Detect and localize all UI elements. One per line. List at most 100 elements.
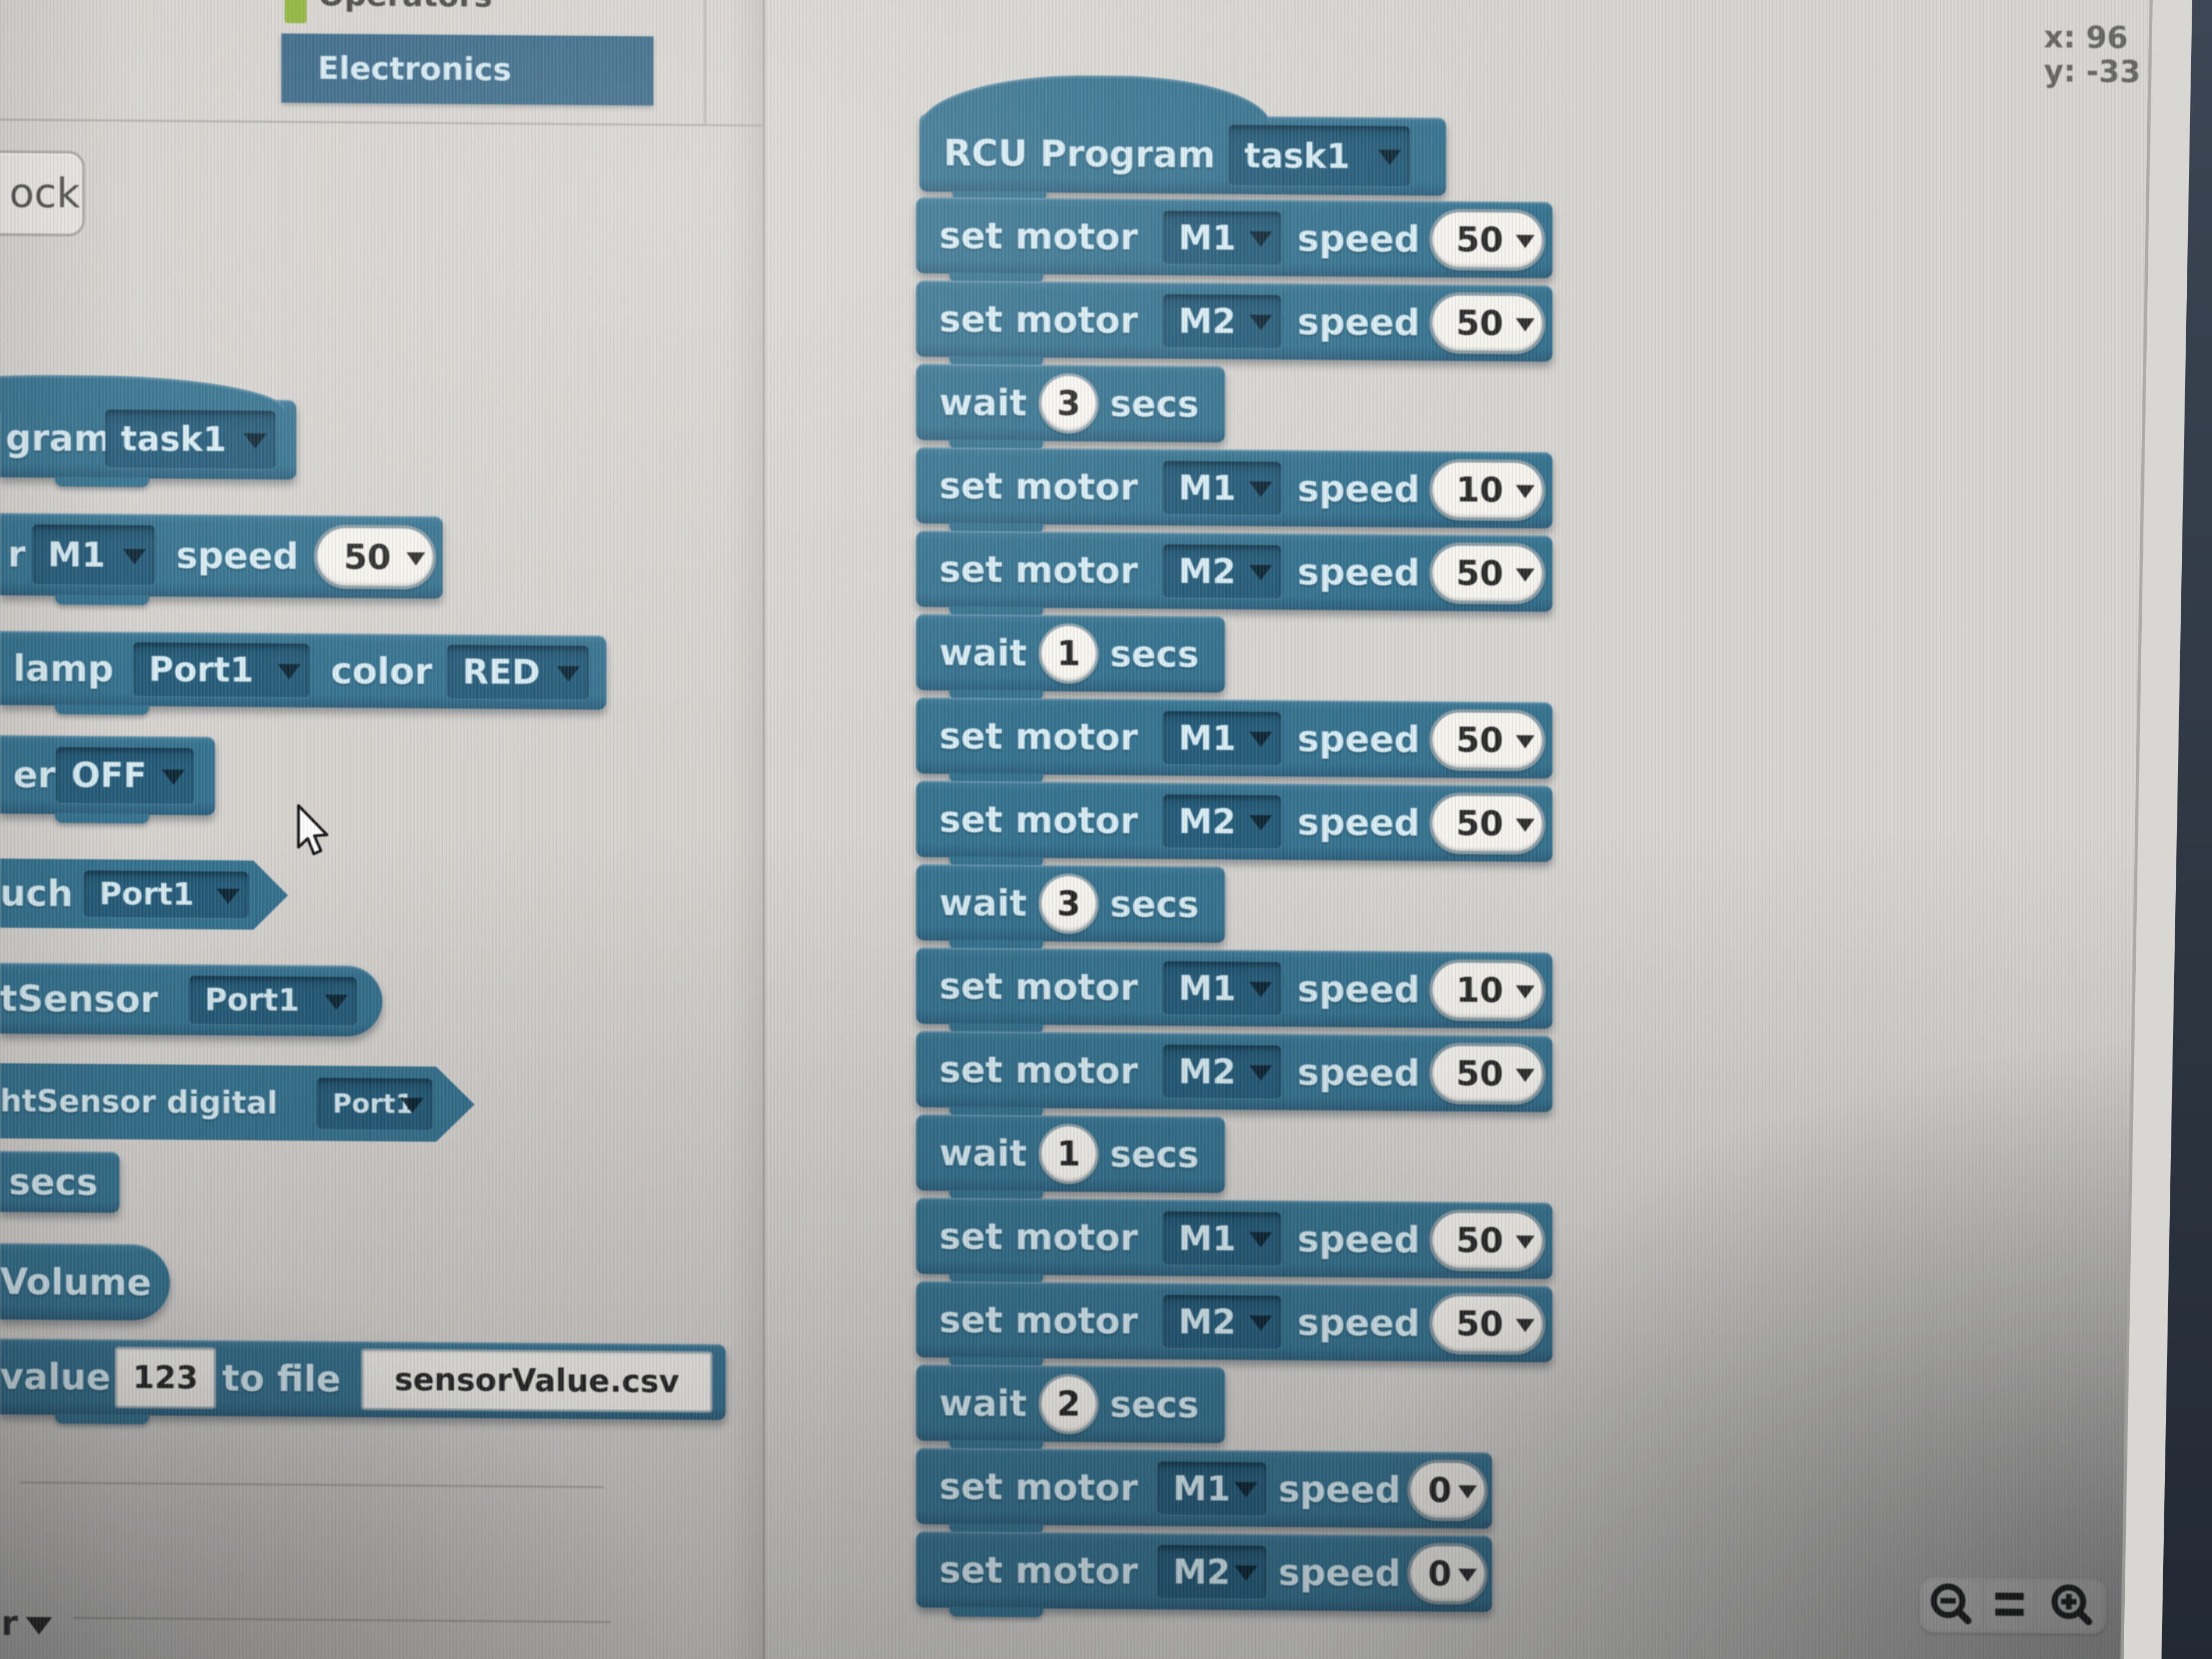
value-dropdown-oval[interactable]: 50 xyxy=(314,524,436,590)
block-label: r xyxy=(8,533,26,575)
dropdown-field[interactable]: M2 xyxy=(1163,544,1281,599)
dropdown-field[interactable]: Port1 xyxy=(84,871,249,918)
dropdown-field[interactable]: M2 xyxy=(1158,1544,1266,1599)
block-label: gram xyxy=(5,416,112,460)
value-dropdown-oval[interactable]: 50 xyxy=(1429,1042,1545,1105)
dropdown-field[interactable]: M1 xyxy=(1158,1461,1266,1516)
dropdown-field[interactable]: RED xyxy=(447,644,589,699)
dropdown-field[interactable]: M1 xyxy=(1163,1211,1281,1266)
block-label: speed xyxy=(1297,717,1420,761)
dropdown-field[interactable]: M2 xyxy=(1163,1044,1281,1099)
dropdown-arrow-icon xyxy=(1234,1482,1257,1498)
block-label: speed xyxy=(1297,467,1420,511)
dropdown-field[interactable]: task1 xyxy=(1229,125,1410,187)
dropdown-arrow-icon xyxy=(1249,1065,1272,1081)
category-operators[interactable]: Operators xyxy=(318,0,492,14)
block-label: wait xyxy=(939,381,1027,424)
zoom-out-button[interactable] xyxy=(1924,1581,1981,1630)
coords-y-value: -33 xyxy=(2086,53,2141,89)
category-electronics[interactable]: Electronics xyxy=(281,33,653,106)
dropdown-field[interactable]: Port1 xyxy=(133,642,309,697)
value-dropdown-oval[interactable]: 50 xyxy=(1429,208,1545,271)
block-label: speed xyxy=(1297,300,1420,344)
dropdown-field[interactable]: M1 xyxy=(1163,460,1281,515)
block-label: wait xyxy=(939,881,1027,924)
dropdown-field[interactable]: task1 xyxy=(105,409,275,469)
dropdown-field[interactable]: OFF xyxy=(56,747,194,804)
palette-block-wait-end[interactable]: secs xyxy=(0,1151,120,1213)
dropdown-arrow-icon xyxy=(1249,481,1272,497)
chevron-down-icon xyxy=(25,1617,52,1635)
dropdown-field[interactable]: M2 xyxy=(1163,794,1281,849)
dropdown-arrow-icon xyxy=(244,433,267,449)
value-dropdown-oval[interactable]: 50 xyxy=(1429,291,1545,354)
zoom-in-button[interactable] xyxy=(2037,1582,2102,1630)
value-dropdown-oval[interactable]: 50 xyxy=(1429,1209,1545,1272)
palette-block-volume[interactable]: Volume xyxy=(0,1243,170,1321)
oval-value: 50 xyxy=(1455,219,1504,260)
value-dropdown-oval[interactable]: 10 xyxy=(1429,958,1545,1022)
value-dropdown-oval[interactable]: 50 xyxy=(1429,708,1545,771)
dropdown-field[interactable]: Port1 xyxy=(189,975,357,1025)
dropdown-field[interactable]: M1 xyxy=(1163,961,1281,1015)
dropdown-field[interactable]: M1 xyxy=(32,524,155,585)
value-dropdown-oval[interactable]: 0 xyxy=(1407,1542,1488,1605)
number-input[interactable]: 1 xyxy=(1039,623,1099,684)
palette-footer-item[interactable]: r xyxy=(1,1603,52,1644)
dropdown-field[interactable]: M2 xyxy=(1163,1294,1281,1349)
block-label: secs xyxy=(1110,632,1199,676)
category-panel-border xyxy=(704,0,706,125)
value-dropdown-oval[interactable]: 50 xyxy=(1429,792,1545,855)
mouse-coordinates: x: 96 y: -33 xyxy=(2044,19,2141,89)
zoom-reset-button[interactable] xyxy=(1985,1581,2033,1630)
value-dropdown-oval[interactable]: 0 xyxy=(1407,1459,1488,1521)
dropdown-arrow-icon xyxy=(1249,565,1272,580)
dropdown-field[interactable]: Port1 xyxy=(317,1077,432,1130)
text-input[interactable]: sensorValue.csv xyxy=(361,1348,713,1413)
value-dropdown-oval[interactable]: 50 xyxy=(1429,541,1545,605)
number-input[interactable]: 3 xyxy=(1039,873,1099,934)
oval-value: 50 xyxy=(1455,302,1504,343)
block-label: speed xyxy=(1297,800,1420,844)
make-block-button[interactable]: ock xyxy=(0,150,85,237)
number-input[interactable]: 3 xyxy=(1039,373,1099,434)
dropdown-field[interactable]: M1 xyxy=(1163,210,1281,265)
dropdown-field[interactable]: M2 xyxy=(1163,294,1281,348)
value-dropdown-oval[interactable]: 10 xyxy=(1429,458,1545,521)
dropdown-arrow-icon xyxy=(162,769,185,785)
dropdown-arrow-icon xyxy=(1249,731,1272,747)
dropdown-value: M1 xyxy=(48,534,105,575)
dropdown-field[interactable]: M1 xyxy=(1163,710,1281,765)
number-input[interactable]: 1 xyxy=(1039,1123,1099,1184)
value-dropdown-oval[interactable]: 50 xyxy=(1429,1292,1545,1355)
block-label: set motor xyxy=(939,798,1138,842)
number-input[interactable]: 2 xyxy=(1039,1373,1099,1435)
text-input[interactable]: 123 xyxy=(115,1346,216,1409)
